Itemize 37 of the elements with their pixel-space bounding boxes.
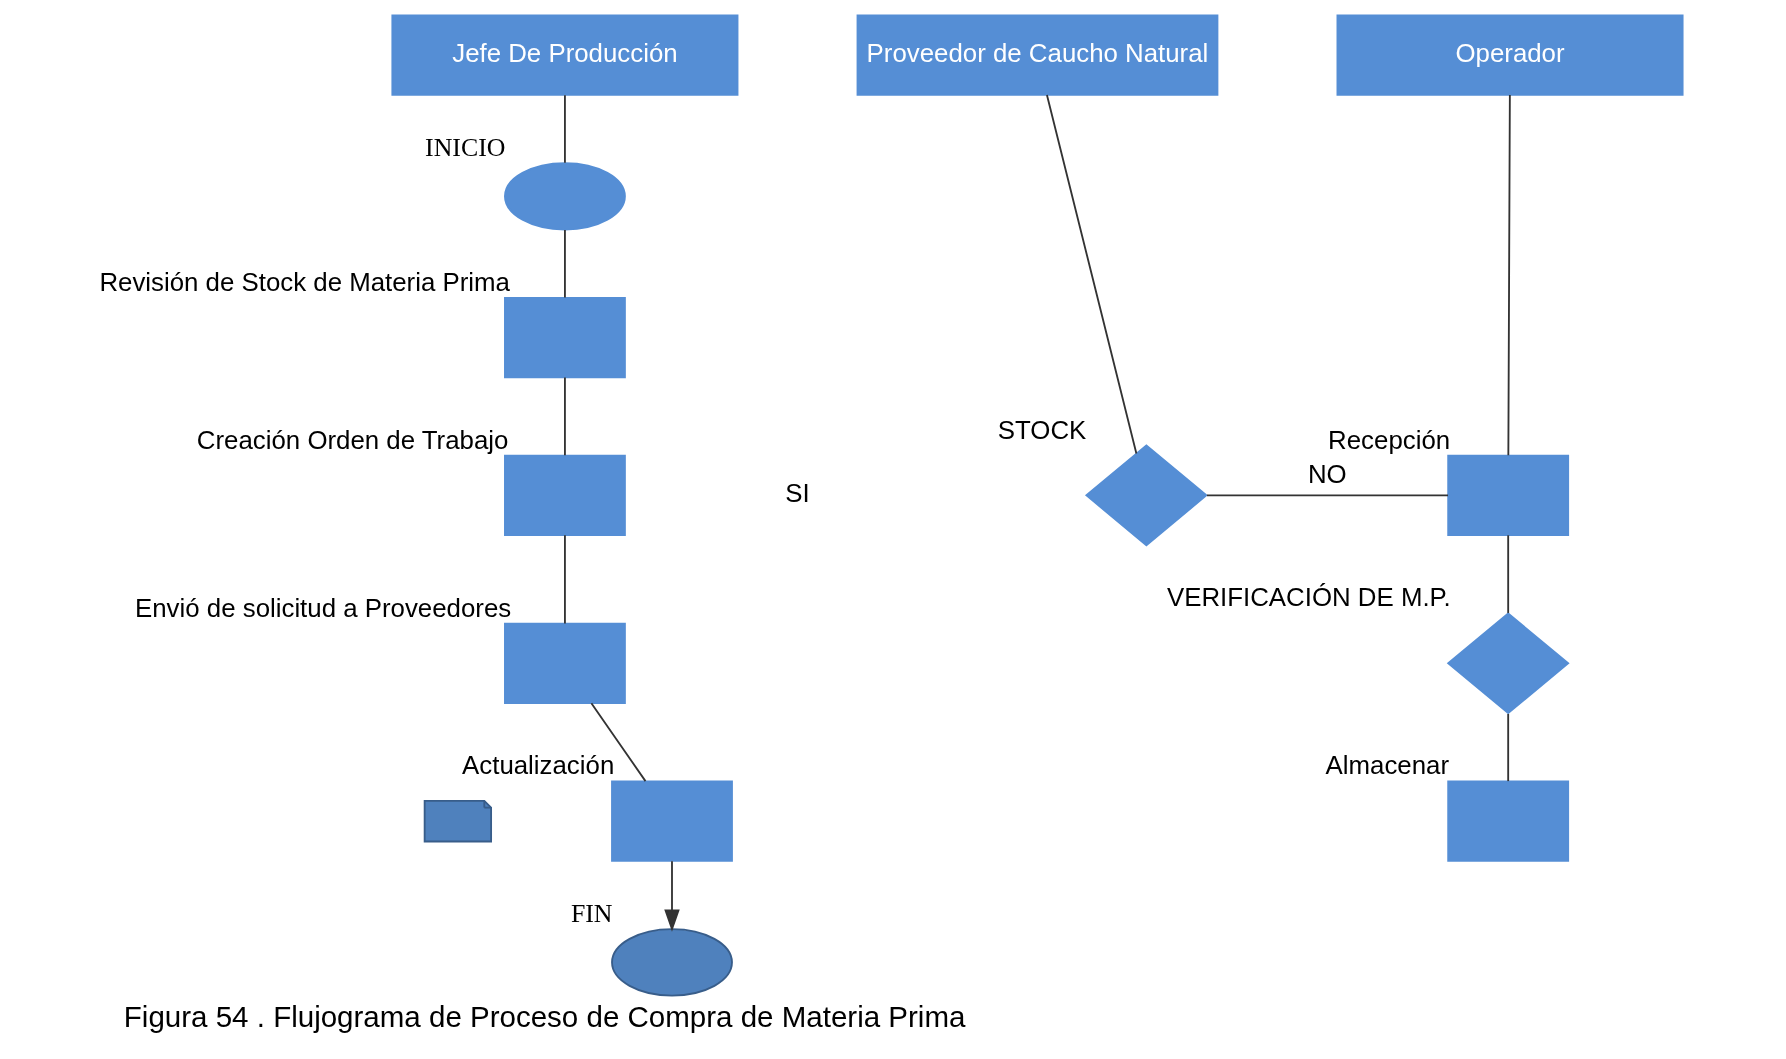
caption: Figura 54 . Flujograma de Proceso de Compra de Materia Prima — [123, 999, 965, 1033]
node-box — [1446, 454, 1569, 536]
node-label: FIN — [570, 899, 613, 929]
node-label: Recepción — [1327, 425, 1450, 454]
edge-label: NO — [1307, 459, 1347, 488]
connector — [589, 702, 646, 783]
node-label: Almacenar — [1325, 751, 1449, 780]
connector — [563, 376, 566, 457]
node-label: Revisión de Stock de Materia Prima — [98, 267, 510, 296]
node-box — [1446, 780, 1569, 862]
node-label: Actualización — [461, 751, 614, 780]
connector — [1506, 94, 1511, 457]
label: SI — [784, 479, 810, 508]
node-label: VERIFICACIÓN DE M.P. — [1166, 583, 1451, 612]
node-box — [503, 454, 626, 536]
node-box — [503, 622, 626, 704]
connector — [1506, 534, 1509, 614]
node-label: Creación Orden de Trabajo — [196, 425, 508, 454]
node-label: STOCK — [997, 415, 1086, 444]
arrow — [663, 860, 680, 932]
node-circle — [610, 928, 733, 997]
connector — [563, 229, 566, 299]
connector — [563, 94, 566, 164]
node-label: INICIO — [424, 133, 505, 163]
node-diamond — [1446, 612, 1570, 715]
node-label: Envió de solicitud a Proveedores — [134, 593, 511, 622]
connector — [1045, 94, 1137, 455]
node-box: Proveedor de Caucho Natural — [856, 14, 1218, 96]
node-box: Operador — [1336, 14, 1684, 96]
connector — [563, 534, 566, 625]
node-box — [610, 780, 733, 862]
connector — [1506, 713, 1509, 783]
node-box: Jefe De Producción — [390, 14, 738, 96]
node-diamond — [1084, 444, 1208, 547]
connector — [1205, 494, 1449, 497]
node-box — [503, 296, 626, 379]
node-circle — [503, 162, 626, 231]
